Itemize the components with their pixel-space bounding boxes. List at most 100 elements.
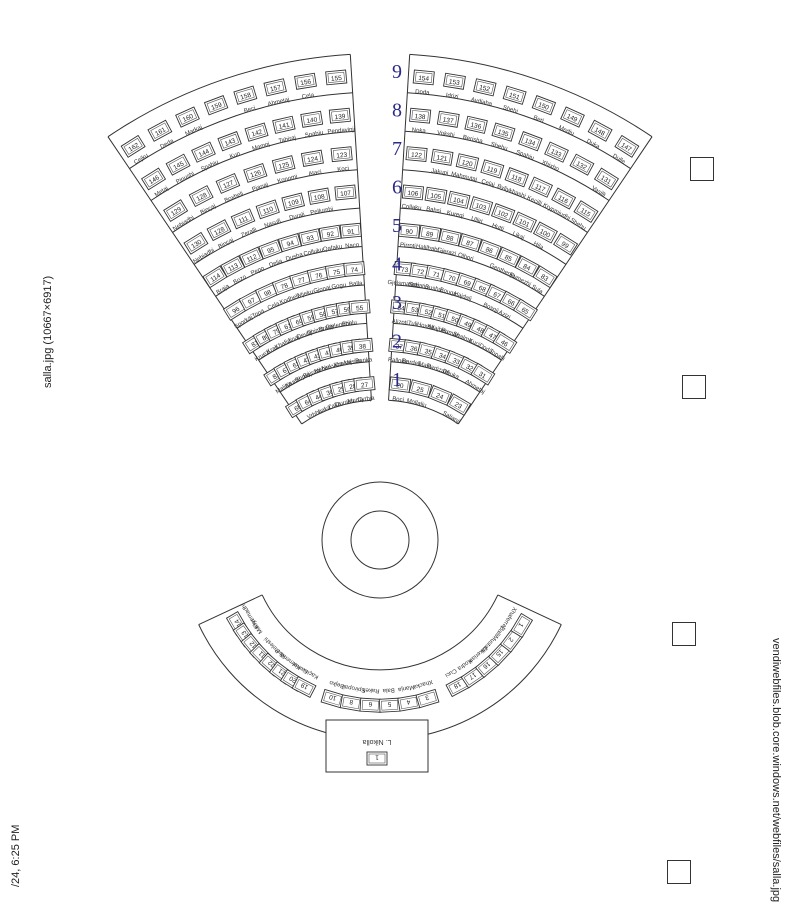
seat-name: Berisha <box>462 135 484 146</box>
seat-box <box>473 78 497 97</box>
seat-number: 124 <box>307 155 319 164</box>
seat-number: 24 <box>435 392 445 401</box>
seat-number: 85 <box>503 254 513 264</box>
seat-inner <box>407 148 426 160</box>
seat-number: 109 <box>287 198 300 208</box>
seat-inner <box>186 234 206 252</box>
seat-number: 140 <box>306 116 318 125</box>
seat-box <box>328 107 351 124</box>
seat-box <box>418 224 442 242</box>
seat-inner <box>353 340 372 352</box>
seat-name: Cela <box>301 93 315 101</box>
seat-inner <box>400 225 418 237</box>
right-block-row-line <box>402 169 588 233</box>
left-seat: 55 <box>348 299 371 316</box>
seat-number: 121 <box>436 154 448 163</box>
seat-number: 129 <box>170 206 183 218</box>
seat-number: 83 <box>539 273 549 283</box>
left-block-row-line <box>172 169 358 233</box>
seat-name: Doda <box>415 89 431 96</box>
seat-inner <box>515 301 536 319</box>
seat-number: 79 <box>272 327 282 337</box>
seat-name: Dhimo <box>306 326 325 337</box>
seat-inner <box>440 230 460 244</box>
seat-name: Pjanaj <box>251 182 269 193</box>
seat-box <box>318 224 342 242</box>
seat-number: 16 <box>481 660 491 670</box>
seat-number: 157 <box>269 84 282 93</box>
seat-inner <box>430 387 450 403</box>
seat-name: Xhixho <box>540 160 560 173</box>
seat-number: 18 <box>452 680 462 690</box>
seat-number: 46 <box>499 339 509 349</box>
seat-box <box>415 688 440 709</box>
seat-number: 8 <box>349 698 354 706</box>
seat-name: Gjerazi <box>437 247 457 257</box>
seat-number: 47 <box>487 332 497 342</box>
row-number-label: 3 <box>392 292 402 314</box>
seat-number: 56 <box>343 306 352 314</box>
seat-number: 42 <box>313 352 322 361</box>
seat-number: 44 <box>314 393 324 402</box>
seat-name: Spiropali <box>342 683 366 693</box>
seat-box <box>277 232 302 253</box>
seat-name: Binçaj <box>217 237 234 250</box>
seat-name: Devaj <box>296 330 312 341</box>
seat-number: 1 <box>375 754 379 761</box>
seat-number: 55 <box>356 305 364 313</box>
seat-inner <box>177 109 198 125</box>
seat-number: 21 <box>277 667 287 677</box>
seat-number: 27 <box>361 382 369 390</box>
seat-number: 68 <box>477 285 487 294</box>
seat-number: 112 <box>246 253 259 264</box>
seat-name: Vokshi <box>437 130 455 139</box>
seat-number: 25 <box>416 386 425 395</box>
seat-inner <box>168 156 188 173</box>
checkbox-4 <box>667 860 691 884</box>
seat-box <box>300 110 324 128</box>
seat-box <box>298 228 322 247</box>
seat-name: Topalli <box>488 348 506 362</box>
seat-number: 141 <box>278 122 291 131</box>
seat-number: 148 <box>593 126 606 137</box>
seat-name: Ahmetaj <box>267 97 290 108</box>
seat-number: 110 <box>262 206 274 216</box>
seat-name: Likaj <box>511 231 525 242</box>
seat-inner <box>274 157 293 172</box>
seat-box <box>300 149 324 167</box>
seat-number: 134 <box>524 137 537 148</box>
seat-number: 130 <box>190 239 203 251</box>
row-number-label: 2 <box>392 330 402 352</box>
seat-box <box>405 146 428 163</box>
row-number-label: 8 <box>392 99 402 121</box>
seat-number: 128 <box>195 192 208 203</box>
seat-number: 159 <box>210 101 223 112</box>
seat-inner <box>483 161 502 176</box>
seat-number: 76 <box>315 272 324 281</box>
seat-inner <box>310 190 329 203</box>
seat-box <box>409 107 432 124</box>
seat-inner <box>220 133 240 149</box>
seat-number: 68 <box>293 403 303 413</box>
seat-inner <box>415 71 433 83</box>
seat-number: 10 <box>328 693 337 702</box>
seat-number: 82 <box>272 371 282 381</box>
seat-inner <box>596 170 617 188</box>
seat-number: 158 <box>240 92 253 102</box>
seat-name: Vasiliu <box>344 358 362 367</box>
seat-box <box>477 239 502 260</box>
seat-name: Ataci <box>308 169 322 177</box>
seat-number: 143 <box>224 137 237 148</box>
